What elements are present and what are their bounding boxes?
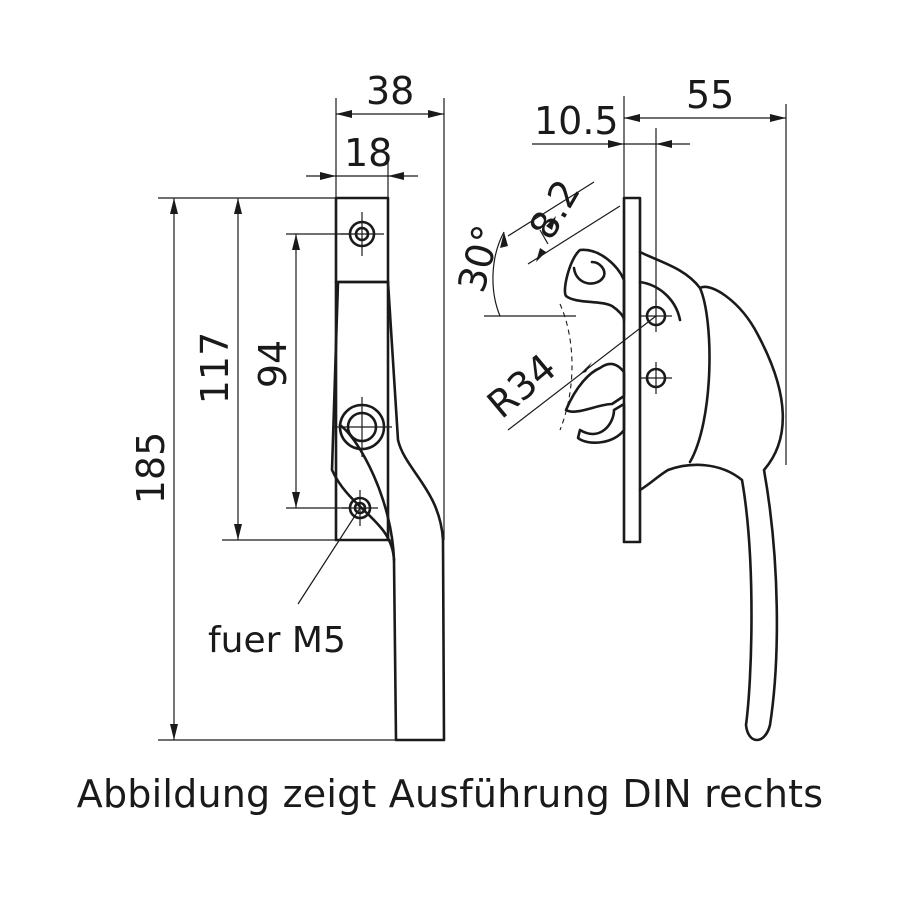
front-hole-middle bbox=[332, 397, 392, 457]
side-view bbox=[559, 196, 785, 742]
dim-8-2: 8.2 bbox=[521, 172, 589, 246]
side-lower-slot bbox=[564, 362, 626, 413]
side-upper-slot bbox=[563, 248, 626, 322]
side-handle-outline bbox=[638, 250, 785, 742]
dim-117: 117 bbox=[193, 332, 237, 405]
side-dimensions bbox=[484, 96, 787, 465]
caption: Abbildung zeigt Ausführung DIN rechts bbox=[76, 772, 824, 816]
dim-38: 38 bbox=[366, 69, 414, 113]
dim-10-5: 10.5 bbox=[534, 99, 619, 143]
screw-note: fuer M5 bbox=[208, 620, 346, 661]
side-plate bbox=[622, 196, 642, 544]
dim-30-deg: 30° bbox=[449, 220, 509, 296]
dim-18: 18 bbox=[344, 131, 392, 175]
dim-94: 94 bbox=[251, 340, 295, 388]
side-hole-lower bbox=[640, 362, 672, 394]
dim-185: 185 bbox=[129, 432, 173, 505]
front-dimensions bbox=[158, 98, 445, 741]
dim-55: 55 bbox=[686, 73, 734, 117]
dim-r34: R34 bbox=[479, 345, 565, 427]
